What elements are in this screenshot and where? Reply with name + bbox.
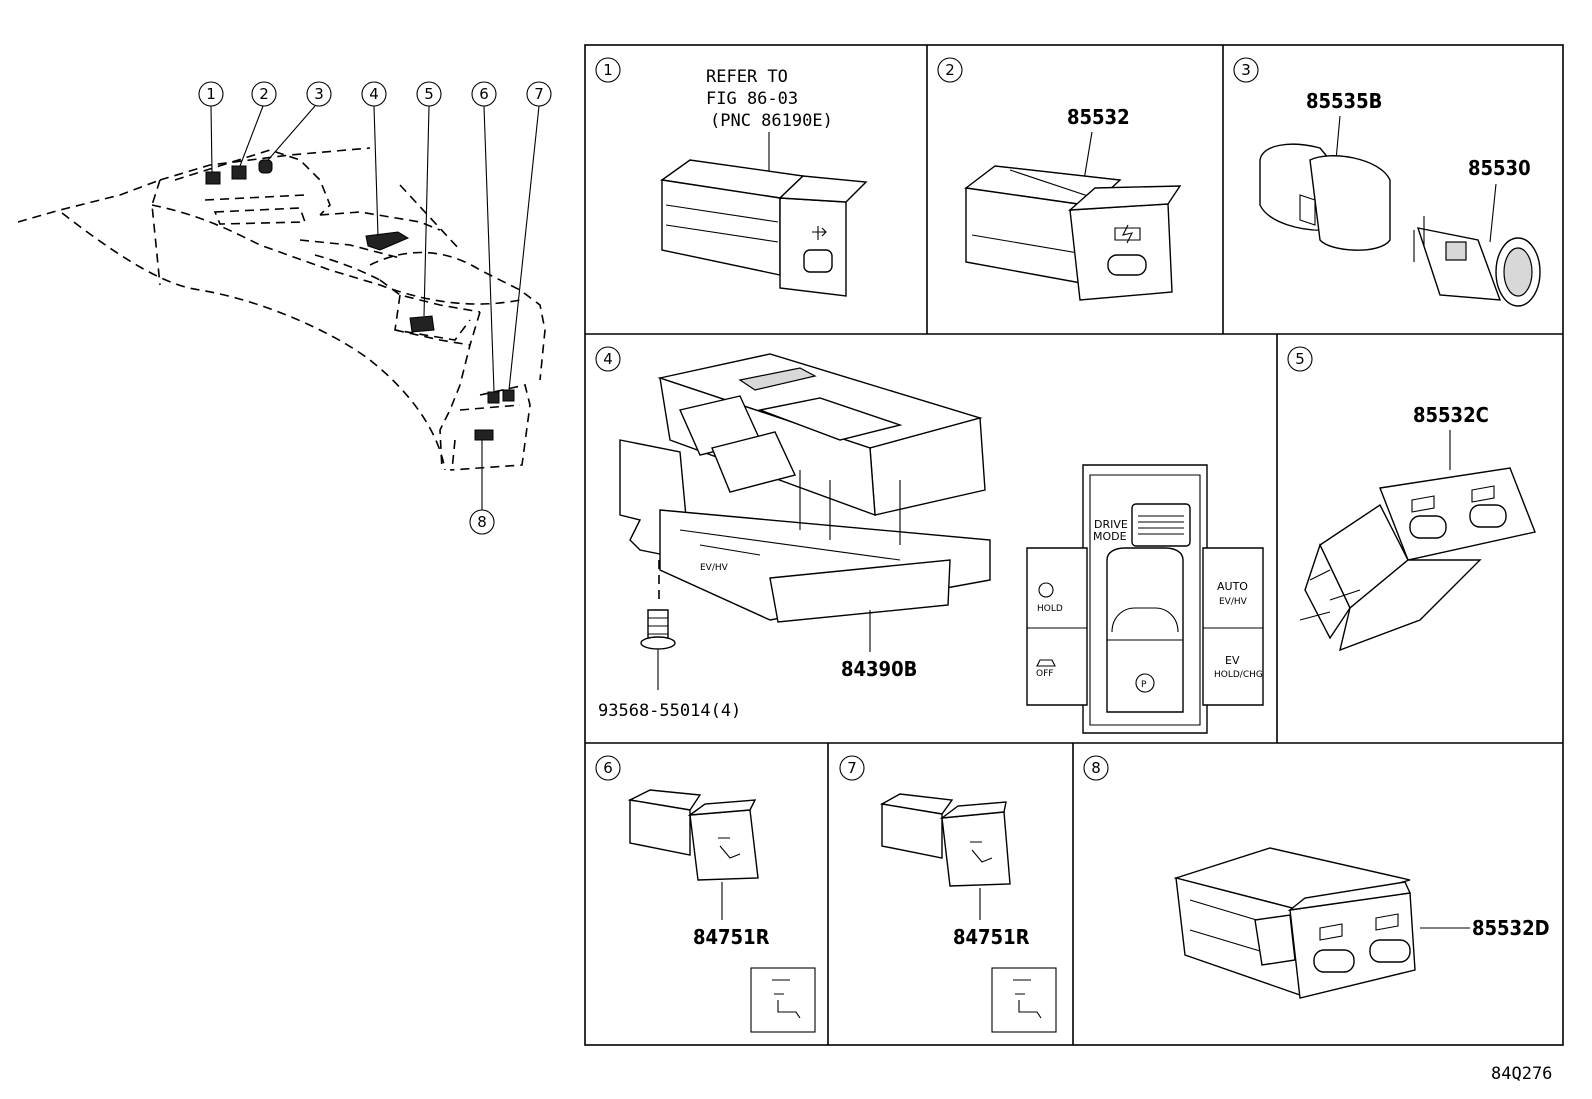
part-number-85532: 85532 (1067, 105, 1130, 129)
pnc-reference: (PNC 86190E) (710, 111, 833, 131)
svg-text:7: 7 (847, 759, 857, 777)
svg-text:1: 1 (206, 85, 216, 103)
svg-text:5: 5 (1295, 350, 1305, 368)
assembly-marking: EV/HV (700, 563, 729, 573)
charging-port-module-rear (1173, 847, 1416, 999)
hold-chg-label: HOLD/CHG (1214, 670, 1263, 680)
ev-hv-label: EV/HV (1219, 597, 1248, 607)
marker-1 (205, 171, 221, 185)
power-outlet-socket (1413, 216, 1541, 307)
svg-text:4: 4 (603, 350, 613, 368)
part-number-84751r-a: 84751R (693, 925, 770, 949)
svg-text:2: 2 (259, 85, 269, 103)
panel-5-number: 5 (1287, 346, 1313, 372)
panel-7-number: 7 (839, 755, 865, 781)
callout-2: 2 (251, 81, 277, 107)
off-label: OFF (1036, 669, 1053, 679)
usb-c-socket (803, 249, 833, 273)
panel-1-number: 1 (595, 57, 621, 83)
usb-c-socket-1 (1313, 949, 1355, 973)
callout-1: 1 (198, 81, 224, 107)
seat-heater-icon-box-7 (991, 967, 1057, 1033)
parking-brake-label: P (1141, 680, 1147, 690)
svg-text:6: 6 (603, 759, 613, 777)
marker-4 (365, 231, 410, 251)
svg-text:6: 6 (479, 85, 489, 103)
panel-5: 5 85532C (1287, 346, 1536, 652)
panel-1: 1 REFER TO FIG 86-03 (PNC 86190E) (595, 57, 868, 297)
marker-7 (502, 389, 515, 402)
callout-4: 4 (361, 81, 387, 107)
panel-8: 8 85532D (1083, 755, 1550, 999)
usb-port-module (660, 159, 868, 297)
marker-2 (231, 165, 247, 180)
mounting-bolt (640, 560, 676, 690)
panel-6: 6 84751R (595, 755, 816, 1033)
part-number-84390b: 84390B (841, 657, 917, 681)
callout-7: 7 (526, 81, 552, 107)
part-number-84751r-b: 84751R (953, 925, 1030, 949)
callout-8: 8 (469, 509, 495, 535)
seat-heater-switch-7 (879, 793, 1011, 887)
seat-heater-switch-6 (627, 789, 759, 881)
usb-c-socket-2 (1369, 939, 1411, 963)
svg-text:2: 2 (945, 61, 955, 79)
panel-3-number: 3 (1233, 57, 1259, 83)
callout-5: 5 (416, 81, 442, 107)
panel-2-number: 2 (937, 57, 963, 83)
charging-port-module-single (964, 165, 1182, 301)
bolt-part-number: 93568-55014(4) (598, 701, 741, 721)
part-number-85532d: 85532D (1472, 916, 1550, 940)
svg-text:3: 3 (1241, 61, 1251, 79)
part-number-85532c: 85532C (1413, 403, 1489, 427)
usb-c-socket-1 (1409, 515, 1447, 539)
panel-6-number: 6 (595, 755, 621, 781)
marker-8 (474, 429, 494, 441)
charging-port-module-dual (1299, 467, 1536, 652)
socket-cover (1259, 143, 1391, 251)
switch-face-inset: DRIVE MODE P HOLD OFF AUTO EV/HV EV HOLD… (1026, 464, 1264, 734)
console-switch-assembly: EV/HV (619, 353, 991, 623)
panel-4-number: 4 (595, 346, 621, 372)
figure-code: 84Q276 (1491, 1064, 1552, 1084)
svg-text:8: 8 (477, 513, 487, 531)
svg-text:7: 7 (534, 85, 544, 103)
marker-3 (258, 159, 273, 174)
panel-3: 3 85535B 85530 (1233, 57, 1541, 307)
svg-text:8: 8 (1091, 759, 1101, 777)
mode-label: MODE (1093, 530, 1127, 543)
console-overview (17, 105, 546, 510)
svg-text:3: 3 (314, 85, 324, 103)
seat-heater-icon-box-6 (750, 967, 816, 1033)
ev-label: EV (1225, 654, 1240, 667)
panel-8-number: 8 (1083, 755, 1109, 781)
svg-text:5: 5 (424, 85, 434, 103)
drive-label: DRIVE (1094, 518, 1128, 531)
panel-2: 2 85532 (937, 57, 1182, 301)
hold-label: HOLD (1037, 604, 1063, 614)
figure-reference: FIG 86-03 (706, 89, 798, 109)
marker-5 (409, 315, 435, 333)
refer-to-text: REFER TO (706, 67, 788, 87)
callout-3: 3 (306, 81, 332, 107)
panel-7: 7 84751R (839, 755, 1057, 1033)
auto-label: AUTO (1217, 580, 1248, 593)
part-number-85530: 85530 (1468, 156, 1531, 180)
panel-grid (584, 44, 1564, 1046)
usb-c-socket (1107, 254, 1147, 276)
marker-6 (487, 391, 500, 404)
usb-c-socket-2 (1469, 504, 1507, 528)
drive-mode-switch (1131, 503, 1191, 547)
callout-6: 6 (471, 81, 497, 107)
part-number-85535b: 85535B (1306, 89, 1382, 113)
svg-text:4: 4 (369, 85, 379, 103)
panel-4: 4 EV/HV 93568-55014(4) 84390B (595, 346, 1264, 734)
svg-text:1: 1 (603, 61, 613, 79)
